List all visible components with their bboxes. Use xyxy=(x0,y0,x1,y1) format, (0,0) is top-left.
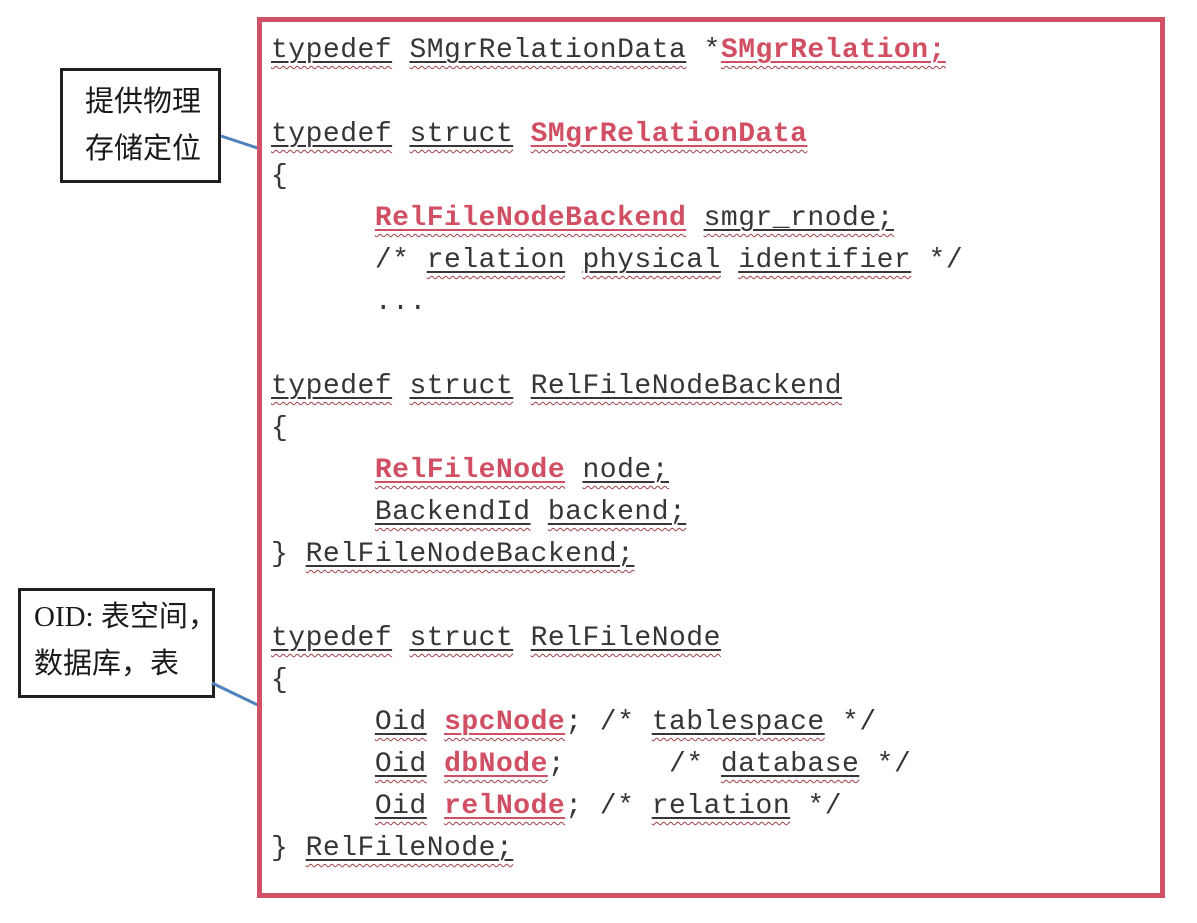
code-panel: typedef SMgrRelationData *SMgrRelation; … xyxy=(257,17,1165,898)
note-text-line: 提供物理 xyxy=(85,86,202,118)
code-line: typedef SMgrRelationData *SMgrRelation; xyxy=(271,35,946,66)
code-line xyxy=(271,576,1160,618)
code-line: typedef struct RelFileNodeBackend xyxy=(271,371,843,402)
code-line: Oid dbNode; /* database */ xyxy=(374,749,912,780)
code-line: Oid relNode; /* relation */ xyxy=(374,791,843,822)
annotation-box-oid: OID: 表空间， 数据库，表 xyxy=(18,588,217,698)
code-line: typedef struct SMgrRelationData xyxy=(271,119,808,150)
code-line: { xyxy=(271,413,289,444)
code-line: BackendId backend; xyxy=(374,497,687,528)
note-text-line: 数据库，表 xyxy=(34,648,180,680)
code-block: typedef SMgrRelationData *SMgrRelation; … xyxy=(262,22,1160,870)
code-line: { xyxy=(271,665,289,696)
code-line xyxy=(271,72,1160,114)
code-line: } RelFileNodeBackend; xyxy=(271,539,635,570)
code-line: ... xyxy=(271,287,427,318)
code-line: /* relation physical identifier */ xyxy=(271,245,964,276)
code-line: RelFileNodeBackend smgr_rnode; xyxy=(374,203,894,234)
note-text-line: 存储定位 xyxy=(85,133,202,165)
code-line: RelFileNode node; xyxy=(374,455,669,486)
code-line: typedef struct RelFileNode xyxy=(271,623,721,654)
note-text-line: OID: 表空间， xyxy=(34,601,217,633)
code-line: } RelFileNode; xyxy=(271,833,514,864)
code-line xyxy=(271,324,1160,366)
code-line: Oid spcNode; /* tablespace */ xyxy=(374,707,877,738)
code-line: { xyxy=(271,161,289,192)
annotation-box-physical-storage: 提供物理 存储定位 xyxy=(60,68,221,183)
